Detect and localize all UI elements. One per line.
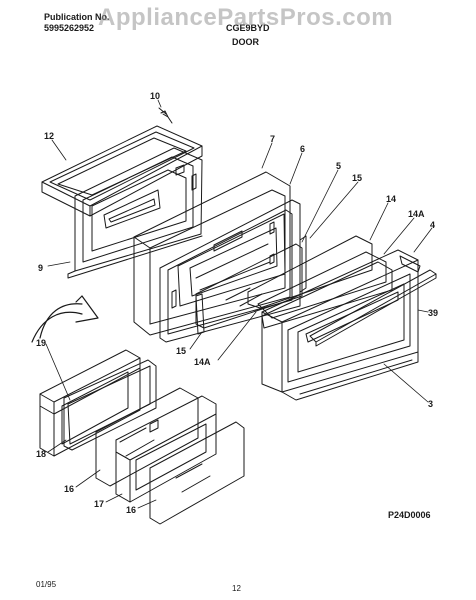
diagram-code: P24D0006: [388, 510, 431, 520]
publication-label: Publication No.: [44, 12, 110, 22]
glass-pack-frame-19: [39, 349, 141, 457]
door-glass-5: [195, 243, 303, 329]
callout-39: 39: [428, 308, 439, 318]
callout-9: 9: [38, 263, 44, 273]
section-title: DOOR: [232, 37, 259, 47]
callout-17: 17: [94, 499, 105, 509]
callout-16-lower: 16: [126, 505, 137, 515]
callout-5: 5: [336, 161, 342, 171]
callout-19: 19: [36, 338, 47, 348]
callout-15-top: 15: [352, 173, 363, 183]
glass-16-upper: [95, 387, 199, 487]
outer-door-panel: [261, 249, 421, 401]
callout-15-mid: 15: [176, 346, 187, 356]
callout-4: 4: [430, 220, 436, 230]
callout-12: 12: [44, 131, 55, 141]
callout-16-upper: 16: [64, 484, 75, 494]
inner-door-panel: [41, 125, 203, 279]
leader-lines: [45, 99, 433, 509]
publication-number: 5995262952: [44, 23, 95, 33]
assembly-arrow: [31, 295, 99, 343]
callout-6: 6: [300, 144, 306, 154]
door-glass-14: [247, 235, 373, 309]
glass-pack-frame-17: [115, 395, 217, 503]
callout-14a-top: 14A: [408, 209, 425, 219]
screw-part: [158, 107, 173, 124]
door-liner-panel: [133, 171, 291, 336]
footer-date: 01/95: [36, 580, 57, 589]
door-frame-panel: [159, 199, 301, 343]
callout-10: 10: [150, 91, 161, 101]
callout-14a-mid: 14A: [194, 357, 211, 367]
model-number: CGE9BYD: [226, 23, 270, 33]
callout-18: 18: [36, 449, 47, 459]
door-handle: [309, 269, 437, 347]
callout-7: 7: [270, 134, 276, 144]
callout-14-top: 14: [386, 194, 397, 204]
callout-3: 3: [428, 399, 434, 409]
glass-16-lower: [149, 421, 245, 525]
watermark: AppliancePartsPros.com: [98, 4, 394, 31]
footer-page-number: 12: [232, 584, 241, 593]
